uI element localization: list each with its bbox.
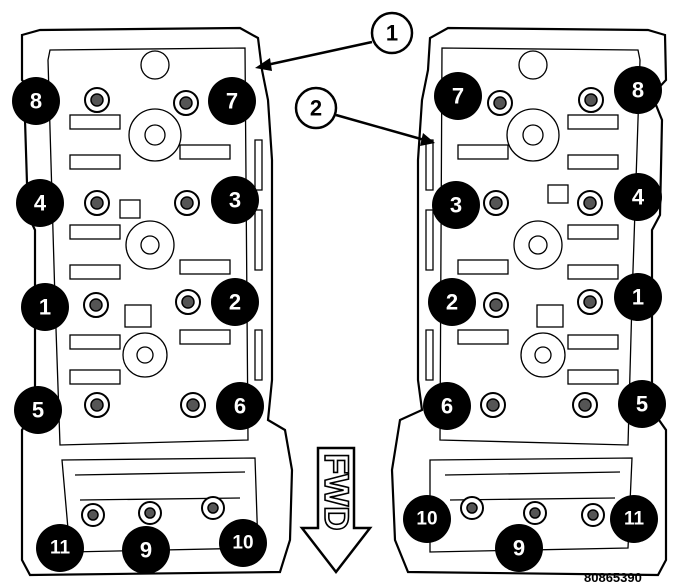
- right-cylinder-head: [390, 26, 668, 577]
- left-marker-label-2: 7: [226, 89, 238, 114]
- right-marker-10: [495, 524, 543, 572]
- left-marker-label-6: 2: [229, 290, 241, 315]
- left-marker-label-4: 3: [229, 188, 241, 213]
- right-marker-label-2: 8: [632, 78, 644, 103]
- left-marker-label-3: 4: [34, 191, 47, 216]
- callout-1: 1: [255, 11, 414, 71]
- left-marker-8: [216, 382, 264, 430]
- right-marker-7: [423, 382, 471, 430]
- left-marker-label-7: 5: [32, 398, 44, 423]
- right-marker-label-1: 7: [452, 84, 464, 109]
- left-marker-5: [21, 283, 69, 331]
- left-marker-11: [219, 519, 267, 567]
- callout-2-label: 2: [310, 96, 322, 121]
- callout-1-label: 1: [386, 21, 398, 46]
- right-marker-label-8: 5: [636, 392, 648, 417]
- left-marker-label-9: 11: [50, 538, 71, 559]
- left-marker-3: [16, 179, 64, 227]
- right-marker-8: [618, 380, 666, 428]
- right-marker-label-3: 3: [450, 193, 462, 218]
- right-marker-4: [614, 173, 662, 221]
- right-sequence-markers: 7 8 3 4 2 1 6 5 10 9 11: [403, 66, 666, 572]
- left-marker-10: [122, 526, 170, 574]
- right-head-outline: [390, 26, 668, 577]
- left-marker-label-10: 9: [140, 538, 152, 563]
- forward-arrow: FWD: [299, 446, 373, 575]
- right-marker-1: [434, 72, 482, 120]
- left-marker-label-1: 8: [30, 89, 42, 114]
- left-marker-4: [211, 176, 259, 224]
- left-marker-7: [14, 386, 62, 434]
- right-marker-2: [614, 66, 662, 114]
- left-marker-label-5: 1: [39, 295, 51, 320]
- left-marker-2: [208, 77, 256, 125]
- left-bolt-heads: [81, 87, 225, 527]
- callout-2: 2: [294, 86, 435, 146]
- right-marker-6: [614, 273, 662, 321]
- right-marker-label-6: 1: [632, 285, 644, 310]
- right-marker-3: [432, 181, 480, 229]
- right-marker-label-11: 11: [624, 509, 645, 530]
- right-marker-label-7: 6: [441, 394, 453, 419]
- figure-id: 80865390: [584, 570, 642, 585]
- left-cylinder-head: [20, 26, 294, 577]
- left-marker-label-11: 10: [232, 533, 253, 554]
- left-marker-6: [211, 278, 259, 326]
- left-sequence-markers: 8 7 4 3 1 2 5 6 11 9 10: [12, 77, 267, 574]
- right-marker-label-5: 2: [446, 290, 458, 315]
- forward-label: FWD: [317, 453, 355, 530]
- right-marker-9: [403, 495, 451, 543]
- right-marker-5: [428, 278, 476, 326]
- right-marker-label-9: 10: [416, 509, 437, 530]
- right-marker-label-10: 9: [513, 536, 525, 561]
- right-bolt-heads: [460, 87, 605, 527]
- right-marker-label-4: 4: [632, 185, 645, 210]
- left-marker-label-8: 6: [234, 394, 246, 419]
- left-marker-1: [12, 77, 60, 125]
- right-marker-11: [610, 495, 658, 543]
- left-marker-9: [36, 524, 84, 572]
